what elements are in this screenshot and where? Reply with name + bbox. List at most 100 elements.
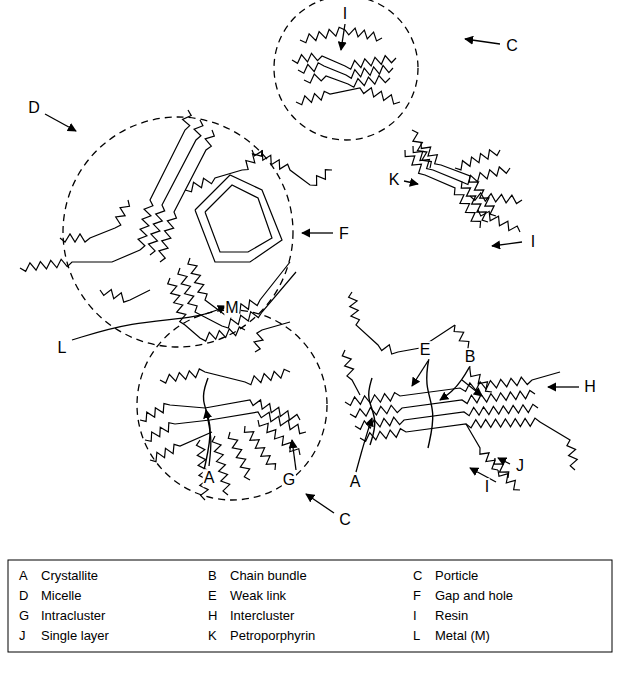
key-term: Single layer xyxy=(40,629,110,643)
sheet-stroke xyxy=(100,290,150,303)
key-letter: F xyxy=(412,589,422,603)
sheet-stroke xyxy=(462,167,510,184)
key-term: Metal (M) xyxy=(434,629,491,643)
callout-letter: B xyxy=(464,348,477,366)
sheet-stroke xyxy=(478,210,520,232)
sheet-stroke xyxy=(244,426,275,470)
leader-arrow xyxy=(292,440,296,470)
key-letter: H xyxy=(207,609,218,623)
key-letter: D xyxy=(18,589,29,603)
key-letter: A xyxy=(18,569,29,583)
key-letter: L xyxy=(412,629,421,643)
key-letter: C xyxy=(412,569,423,583)
sheet-stroke xyxy=(252,150,332,185)
callout-letter: M xyxy=(224,299,239,317)
sheet-stroke xyxy=(540,422,577,470)
callout-letter: D xyxy=(27,99,41,117)
callout-letter: G xyxy=(282,471,296,489)
leader-arrow xyxy=(306,494,334,513)
chain-bundles xyxy=(203,352,432,470)
leader-arrow xyxy=(404,181,418,184)
leader-arrow xyxy=(462,380,482,396)
callout-letter: I xyxy=(484,478,490,496)
leader-lines xyxy=(45,24,579,513)
key-letter: I xyxy=(412,609,418,623)
callout-letter: K xyxy=(388,171,401,189)
leader-curve xyxy=(206,410,211,466)
sheet-stroke xyxy=(350,390,535,417)
sheet-stroke xyxy=(138,110,191,250)
leader-arrow xyxy=(498,458,510,464)
sheet-stroke xyxy=(60,200,129,242)
particle-circle xyxy=(137,310,327,500)
leader-arrow xyxy=(412,361,428,386)
leader-curve xyxy=(440,366,470,400)
chain-bundle xyxy=(369,378,375,445)
callout-letter: L xyxy=(57,339,68,357)
sheet-stroke xyxy=(205,185,272,252)
key-term: Chain bundle xyxy=(229,569,308,583)
key-term: Weak link xyxy=(229,589,287,603)
sheet-stroke xyxy=(150,432,212,462)
leader-arrow xyxy=(341,24,345,50)
sheet-stroke xyxy=(188,258,290,317)
key-letter: J xyxy=(18,629,27,643)
leader-arrow xyxy=(492,242,522,246)
leader-arrow xyxy=(465,39,500,44)
callout-letter: A xyxy=(203,469,216,487)
leader-curve xyxy=(356,418,372,472)
key-term: Micelle xyxy=(40,589,82,603)
sheet-stroke xyxy=(455,150,500,170)
chain-bundle xyxy=(203,378,210,470)
leader-arrow xyxy=(302,232,333,233)
sheet-stroke xyxy=(159,130,214,262)
key-term: Crystallite xyxy=(40,569,99,583)
key-letter: K xyxy=(207,629,218,643)
asphaltene-sheets xyxy=(20,27,577,500)
key-letter: B xyxy=(207,569,218,583)
sheet-stroke xyxy=(178,268,296,328)
sheet-stroke xyxy=(349,292,455,354)
leader-arrow xyxy=(45,114,76,131)
key-term: Resin xyxy=(434,609,469,623)
sheet-stroke xyxy=(168,278,245,341)
key-term: Porticle xyxy=(434,569,479,583)
sheet-stroke xyxy=(149,120,203,255)
sheet-stroke xyxy=(185,150,262,192)
sheet-stroke xyxy=(532,372,560,380)
sheet-stroke xyxy=(360,418,540,441)
sheet-stroke xyxy=(342,350,360,395)
sheet-stroke xyxy=(228,432,250,480)
sheet-stroke xyxy=(466,424,498,470)
callout-letter: F xyxy=(338,225,350,243)
key-frame xyxy=(8,560,612,652)
callout-letter: C xyxy=(505,37,519,55)
callout-letter: A xyxy=(349,473,362,491)
chain-bundle xyxy=(427,352,433,448)
sheet-stroke xyxy=(304,74,390,87)
key-term: Petroporphyrin xyxy=(229,629,316,643)
callout-letter: J xyxy=(515,457,525,475)
callout-letter: E xyxy=(419,341,432,359)
sheet-stroke xyxy=(254,322,290,352)
key-term: Gap and hole xyxy=(434,589,514,603)
key-letter: E xyxy=(207,589,218,603)
callout-letter: I xyxy=(530,233,536,251)
key-term: Intracluster xyxy=(40,609,106,623)
sheet-stroke xyxy=(300,27,382,43)
leader-curve xyxy=(72,306,226,340)
sheet-stroke xyxy=(296,88,400,105)
sheet-stroke xyxy=(412,130,431,168)
key-letter: G xyxy=(18,609,30,623)
sheet-stroke xyxy=(405,150,481,228)
sheet-stroke xyxy=(195,175,282,262)
micelle-circle xyxy=(63,117,293,347)
sheet-stroke xyxy=(292,53,396,69)
sheet-stroke xyxy=(470,193,522,204)
callout-letter: I xyxy=(342,5,348,23)
sheet-stroke xyxy=(421,142,496,216)
key-term: Intercluster xyxy=(229,609,295,623)
particle-circle xyxy=(274,0,418,140)
